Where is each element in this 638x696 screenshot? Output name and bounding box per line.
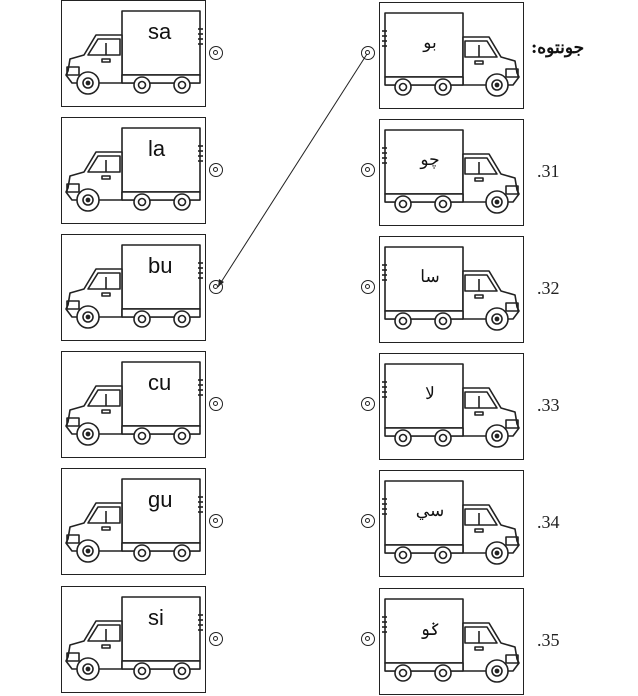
connector-dot-left[interactable] — [209, 514, 223, 528]
jawi-syllable: چو — [420, 150, 440, 170]
truck-drawing — [382, 598, 520, 683]
latin-truck-card: la — [61, 117, 206, 224]
connector-dot-left[interactable] — [209, 632, 223, 646]
latin-syllable: si — [148, 605, 164, 630]
jawi-syllable: سا — [420, 267, 440, 287]
question-number: .31 — [537, 161, 560, 181]
latin-syllable: cu — [148, 370, 172, 395]
latin-syllable: bu — [148, 253, 173, 278]
latin-syllable: la — [148, 136, 166, 161]
connector-dot-left[interactable] — [209, 46, 223, 60]
jawi-syllable: لا — [425, 384, 435, 404]
question-number: .34 — [537, 512, 560, 532]
jawi-syllable: بو — [423, 33, 437, 53]
jawi-truck-card: سي — [379, 470, 524, 577]
connector-dot-right[interactable] — [361, 280, 375, 294]
latin-truck-card: gu — [61, 468, 206, 575]
jawi-truck-card: لا — [379, 353, 524, 460]
latin-truck-card: si — [61, 586, 206, 693]
question-number: .33 — [537, 395, 560, 415]
latin-truck-card: sa — [61, 0, 206, 107]
jawi-syllable: سي — [415, 501, 445, 521]
question-number: .32 — [537, 278, 560, 298]
truck-drawing — [65, 127, 203, 212]
truck-drawing — [65, 478, 203, 563]
truck-drawing — [382, 129, 520, 214]
connector-dot-left[interactable] — [209, 163, 223, 177]
jawi-truck-card: بو — [379, 2, 524, 109]
connector-dot-right[interactable] — [361, 632, 375, 646]
latin-truck-card: bu — [61, 234, 206, 341]
truck-drawing — [65, 596, 203, 681]
connector-dot-right[interactable] — [361, 163, 375, 177]
truck-drawing — [382, 480, 520, 565]
connector-dot-left[interactable] — [209, 280, 223, 294]
connector-dot-right[interactable] — [361, 514, 375, 528]
example-label: جونتوه: — [531, 38, 585, 58]
latin-truck-card: cu — [61, 351, 206, 458]
truck-drawing — [65, 244, 203, 329]
jawi-truck-card: ݢو — [379, 588, 524, 695]
example-connection-line — [217, 53, 368, 288]
jawi-truck-card: سا — [379, 236, 524, 343]
truck-drawing — [65, 361, 203, 446]
truck-drawing — [65, 10, 203, 95]
truck-drawing — [382, 246, 520, 331]
latin-syllable: sa — [148, 19, 172, 44]
truck-drawing — [382, 363, 520, 448]
truck-drawing — [382, 12, 520, 97]
jawi-truck-card: چو — [379, 119, 524, 226]
connector-dot-right[interactable] — [361, 397, 375, 411]
connector-dot-right[interactable] — [361, 46, 375, 60]
question-number: .35 — [537, 630, 560, 650]
latin-syllable: gu — [148, 487, 173, 512]
connector-dot-left[interactable] — [209, 397, 223, 411]
